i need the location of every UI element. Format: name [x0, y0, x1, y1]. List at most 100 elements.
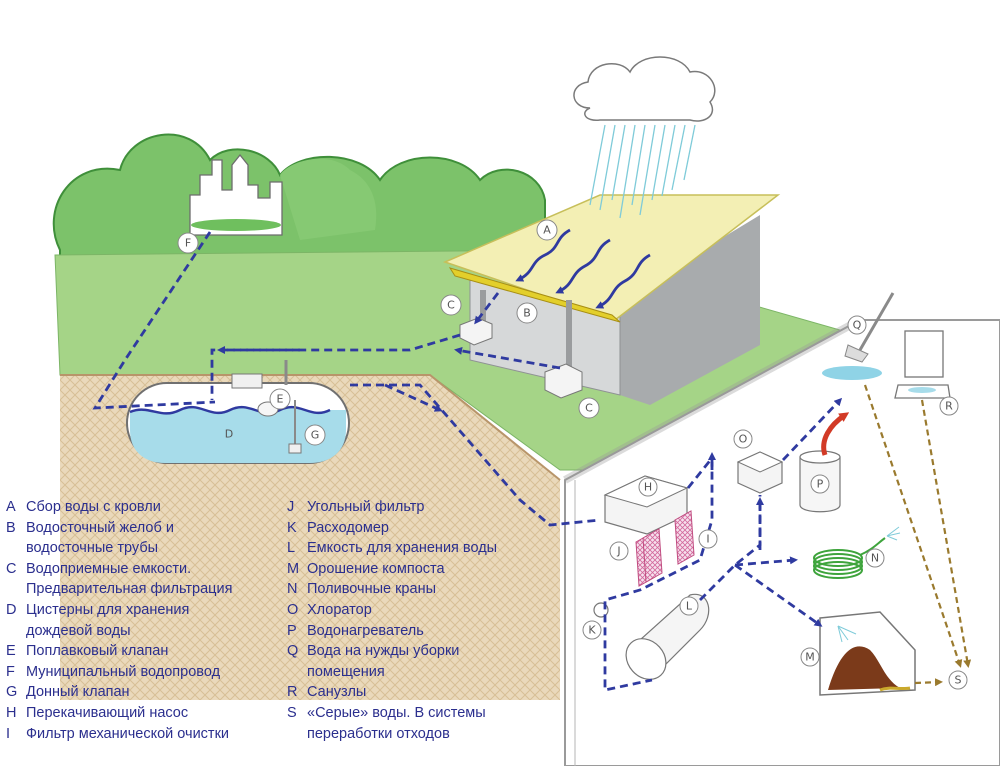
- legend-text: дождевой воды: [26, 622, 131, 639]
- legend-text: Муниципальный водопровод: [26, 663, 221, 680]
- label-p: P: [810, 474, 830, 494]
- legend-text: переработки отходов: [307, 725, 450, 742]
- svg-text:J: J: [616, 545, 620, 558]
- legend-key: L: [287, 540, 296, 557]
- roof-runoff-arrows: [515, 228, 651, 309]
- label-e: E: [269, 388, 291, 410]
- label-j: J: [609, 541, 629, 561]
- legend-key: Q: [287, 643, 299, 660]
- legend-item-n: N Поливочные краны: [287, 579, 497, 600]
- legend-item-q-cont: помещения: [287, 662, 497, 683]
- legend-text: Емкость для хранения воды: [307, 540, 498, 557]
- label-k: K: [582, 620, 602, 640]
- legend-item-m: M Орошение компоста: [287, 559, 497, 580]
- svg-text:P: P: [817, 478, 824, 491]
- label-n: N: [865, 548, 885, 568]
- svg-text:G: G: [311, 429, 320, 442]
- mop-icon: [822, 292, 895, 380]
- svg-text:K: K: [588, 624, 596, 637]
- legend-text: Сбор воды с кровли: [26, 499, 161, 515]
- legend-item-q: Q Вода на нужды уборки: [287, 641, 497, 662]
- legend-text: Угольный фильтр: [307, 499, 425, 515]
- svg-text:C: C: [585, 402, 593, 415]
- legend-text: водосточные трубы: [26, 540, 159, 557]
- svg-text:H: H: [644, 481, 652, 494]
- legend-text: Поливочные краны: [307, 581, 436, 598]
- legend-key: J: [287, 499, 295, 515]
- storage-tank: [625, 593, 710, 680]
- legend-key: K: [287, 519, 297, 536]
- svg-text:D: D: [225, 428, 233, 441]
- label-q: Q: [847, 315, 867, 335]
- label-d: D: [225, 428, 233, 441]
- legend-text: Хлоратор: [307, 601, 372, 618]
- legend-text: «Серые» воды. В системы: [307, 704, 486, 721]
- legend-text: Донный клапан: [26, 684, 130, 701]
- diagram-labels: A B C C D E F G H I J K L M N O P Q R S: [177, 219, 968, 690]
- legend-key: B: [6, 519, 16, 536]
- grey-water-paths: [863, 384, 972, 687]
- collection-boxes: [459, 317, 583, 399]
- legend-item-b-cont: водосточные трубы: [6, 538, 232, 559]
- house: [442, 194, 781, 405]
- cistern: [126, 360, 350, 464]
- legend-key: F: [6, 663, 15, 680]
- city-skyline-icon: [189, 153, 283, 236]
- label-h: H: [638, 477, 658, 497]
- legend-item-l: L Емкость для хранения воды: [287, 538, 497, 559]
- legend-key: I: [6, 725, 11, 742]
- garden-hose-icon: [813, 537, 886, 579]
- trees-background: [52, 133, 546, 272]
- filters: [635, 510, 695, 587]
- legend-key: C: [6, 560, 17, 577]
- toilet-icon: [894, 330, 951, 399]
- legend-text: Расходомер: [307, 519, 389, 536]
- compost-bin: [819, 611, 916, 696]
- legend-key: N: [287, 581, 298, 598]
- legend-item-s: S «Серые» воды. В системы: [287, 703, 497, 724]
- label-c-bottom: C: [578, 397, 600, 419]
- legend-item-k: K Расходомер: [287, 518, 497, 539]
- svg-text:F: F: [185, 237, 191, 250]
- label-f: F: [177, 232, 199, 254]
- legend-key: H: [6, 704, 17, 721]
- legend-text: помещения: [307, 663, 385, 680]
- legend-key: R: [287, 684, 298, 701]
- svg-text:E: E: [277, 393, 284, 406]
- svg-text:R: R: [945, 400, 953, 413]
- legend-text: Орошение компоста: [307, 560, 445, 577]
- svg-text:S: S: [955, 674, 962, 687]
- svg-text:I: I: [706, 533, 709, 546]
- svg-text:A: A: [543, 224, 551, 237]
- label-b: B: [516, 302, 538, 324]
- svg-text:B: B: [523, 307, 531, 320]
- label-o: O: [733, 429, 753, 449]
- legend-text: Санузлы: [307, 684, 367, 701]
- gutter: [448, 267, 621, 323]
- label-a: A: [536, 219, 558, 241]
- legend-text: Вода на нужды уборки: [307, 643, 460, 660]
- legend-key: D: [6, 601, 17, 618]
- svg-text:Q: Q: [853, 319, 862, 332]
- label-l: L: [679, 596, 699, 616]
- legend-item-j: J Угольный фильтр: [287, 497, 497, 518]
- legend-key: S: [287, 704, 297, 721]
- label-i: I: [698, 529, 718, 549]
- legend-key: M: [287, 560, 300, 577]
- legend-item-r: R Санузлы: [287, 682, 497, 703]
- label-s: S: [948, 670, 968, 690]
- rain-cloud-icon: [573, 56, 716, 219]
- chlorinator-box: [736, 451, 784, 494]
